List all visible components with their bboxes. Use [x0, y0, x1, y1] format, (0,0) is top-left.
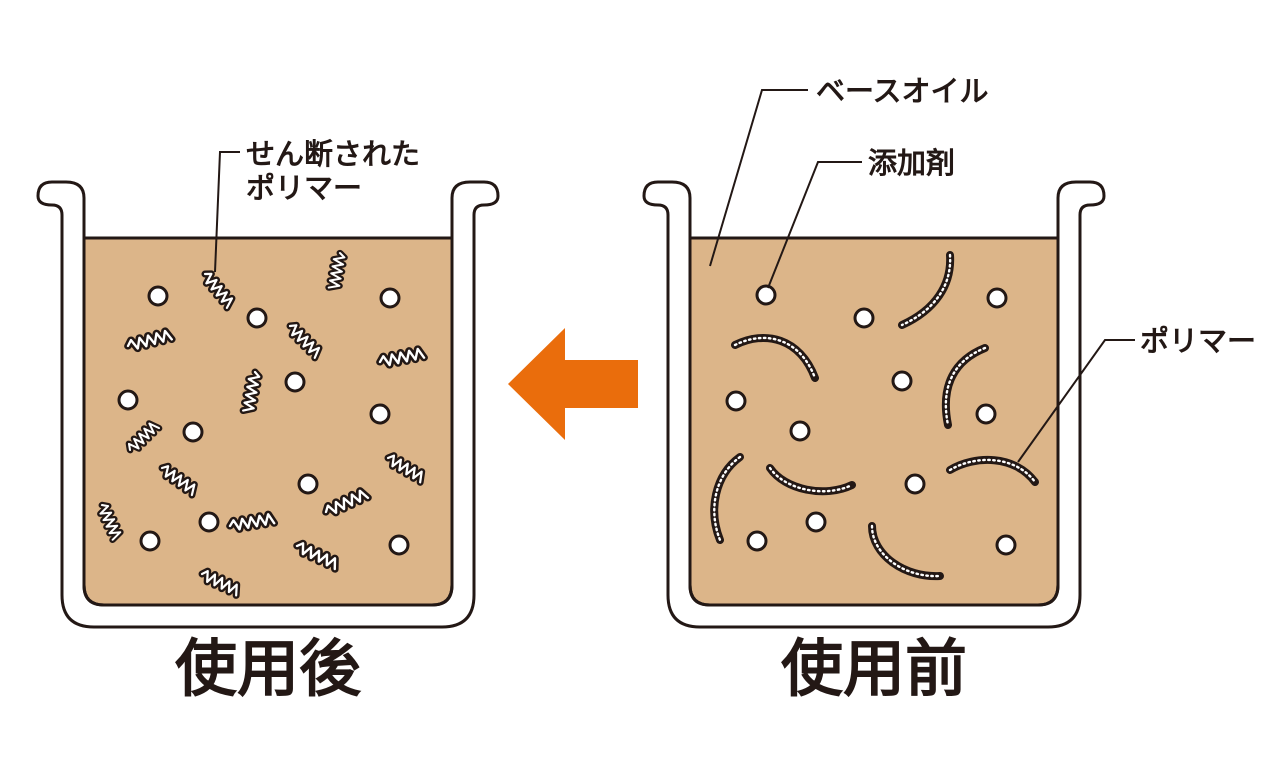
additive-particle: [986, 287, 1008, 309]
additive-particle: [379, 287, 401, 309]
additive-particle: [388, 534, 410, 556]
additive-particle: [198, 511, 220, 533]
additive-particle: [139, 530, 161, 552]
additive-particle: [975, 403, 997, 425]
additive-particle: [369, 403, 391, 425]
after-additive-particles: [117, 285, 410, 556]
before-polymer-chains: [710, 251, 1039, 581]
base-oil-leader: [709, 89, 808, 267]
before-additive-particles: [725, 284, 1017, 556]
additive-particle: [789, 420, 811, 442]
additive-leader: [767, 161, 862, 289]
additive-particle: [725, 390, 747, 412]
before-use-caption: 使用前: [781, 632, 967, 705]
polymer-leader: [1017, 339, 1135, 463]
additive-particle: [246, 307, 268, 329]
additive-particle: [147, 285, 169, 307]
additive-particle: [891, 370, 913, 392]
after-use-caption: 使用後: [175, 632, 362, 705]
polymer-label: ポリマー: [1140, 324, 1256, 358]
additive-particle: [853, 307, 875, 329]
after-beaker-outline: [36, 180, 500, 629]
additive-particle: [284, 371, 306, 393]
sheared-polymer-label-line1: せん断された: [246, 137, 420, 171]
sheared-polymer-leader: [214, 151, 240, 273]
additive-particle: [904, 473, 926, 495]
after-use-beaker: せん断された ポリマー: [36, 137, 500, 629]
sheared-polymer-label-line2: ポリマー: [246, 171, 362, 205]
additive-particle: [117, 389, 139, 411]
left-arrow-icon: [508, 328, 638, 440]
additive-particle: [805, 511, 827, 533]
additive-particle: [755, 284, 777, 306]
additive-label: 添加剤: [868, 146, 955, 180]
before-use-beaker: ベースオイル 添加剤 ポリマー: [642, 74, 1256, 629]
additive-particle: [182, 421, 204, 443]
additive-particle: [297, 473, 319, 495]
additive-particle: [995, 534, 1017, 556]
before-beaker-outline: [642, 180, 1106, 629]
base-oil-label: ベースオイル: [816, 74, 989, 108]
additive-particle: [746, 530, 768, 552]
